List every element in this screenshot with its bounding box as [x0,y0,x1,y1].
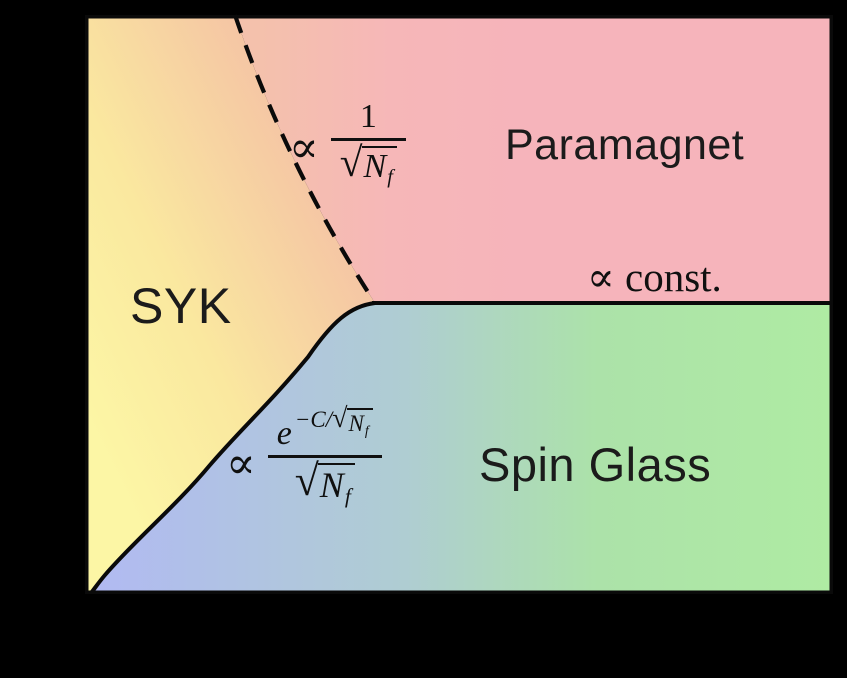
radicand: Nf [361,146,397,187]
region-syk-fill [85,15,375,593]
radical-sign: √ [294,456,319,505]
nf-subscript: f [387,165,393,188]
paramagnet-region-label: Paramagnet [505,121,745,169]
syk-region-label: SYK [130,278,232,334]
nf-subscript: f [364,422,369,438]
nf-symbol: N [319,465,344,505]
radicand: Nf [346,408,373,438]
fraction-numerator: 1 [359,98,377,135]
exponential-term: e −C/ √ Nf [276,403,373,452]
square-root: √ Nf [294,456,355,507]
crossover-boundary-dashed-line [233,14,377,305]
spin-glass-transition-curve [89,301,376,595]
nf-symbol: N [348,411,364,436]
euler-e-symbol: e [276,415,292,452]
plot-frame [85,15,833,594]
radicand: Nf [317,463,355,507]
radical-sign: √ [339,139,363,185]
nf-subscript: f [344,484,351,509]
proportional-to-symbol: ∝ [289,123,319,172]
spin-glass-region-label: Spin Glass [479,438,712,491]
spin-glass-transition-scaling-formula: ∝ e −C/ √ Nf √ Nf [226,403,382,507]
radical-sign: √ [332,403,348,434]
crossover-scaling-formula: ∝ 1 √ Nf [289,98,406,187]
proportional-to-symbol: ∝ [226,438,256,488]
fraction-numerator: e −C/ √ Nf [268,403,382,455]
square-root: √ Nf [339,139,397,187]
fraction-denominator: √ Nf [267,455,382,507]
region-paramagnet-fill [235,15,832,303]
region-spin-glass-fill [91,303,832,593]
fraction-denominator: √ Nf [330,138,406,187]
nf-symbol: N [363,148,387,185]
exponent: −C/ √ Nf [294,403,373,438]
fraction: 1 √ Nf [330,98,406,187]
fraction: e −C/ √ Nf √ Nf [267,403,382,507]
exponent-prefix: −C/ [294,407,333,432]
square-root: √ Nf [332,403,373,438]
paramagnet-transition-scaling-formula: ∝ const. [587,254,722,300]
